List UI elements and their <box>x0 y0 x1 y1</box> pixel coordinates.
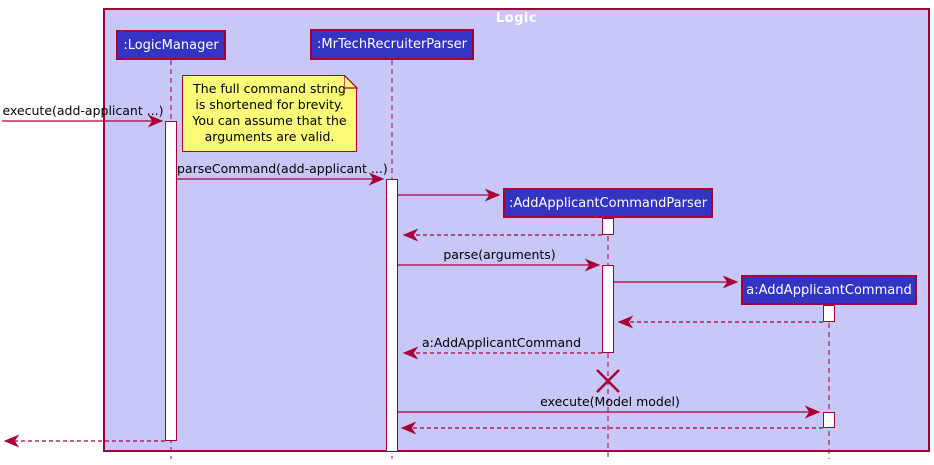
message-label-parse: parse(arguments) <box>443 247 556 262</box>
note-line: arguments are valid. <box>204 129 335 144</box>
frame-title: Logic <box>495 11 538 26</box>
activation-bar-command-create <box>823 305 835 322</box>
participant-logicmanager: :LogicManager <box>116 30 226 60</box>
activation-bar-commandparser-create <box>602 218 614 235</box>
activation-bar-commandparser-parse <box>602 265 614 353</box>
participant-addapplicantcommand-label: a:AddApplicantCommand <box>746 282 912 298</box>
message-label-execute: execute(add-applicant ...) <box>2 103 164 118</box>
activation-bar-logicmanager <box>165 121 177 441</box>
participant-mrtechrecruiterparser: :MrTechRecruiterParser <box>310 29 474 60</box>
note-line: The full command string <box>193 81 346 96</box>
activation-bar-command-execute <box>823 412 835 428</box>
note-fold-icon <box>343 74 358 89</box>
note-line: You can assume that the <box>192 113 347 128</box>
activation-bar-mrtechrecruiterparser <box>386 179 398 452</box>
message-label-return-command: a:AddApplicantCommand <box>421 335 582 350</box>
participant-addapplicantcommandparser: :AddApplicantCommandParser <box>503 188 713 218</box>
participant-addapplicantcommandparser-label: :AddApplicantCommandParser <box>508 195 708 211</box>
participant-addapplicantcommand: a:AddApplicantCommand <box>741 275 917 305</box>
note-command-brevity: The full command string is shortened for… <box>182 74 358 152</box>
note-line: is shortened for brevity. <box>195 97 344 112</box>
message-label-parsecommand: parseCommand(add-applicant ...) <box>177 161 388 176</box>
message-label-execute-model: execute(Model model) <box>540 394 680 409</box>
participant-logicmanager-label: :LogicManager <box>123 37 219 53</box>
participant-mrtechrecruiterparser-label: :MrTechRecruiterParser <box>317 37 467 52</box>
